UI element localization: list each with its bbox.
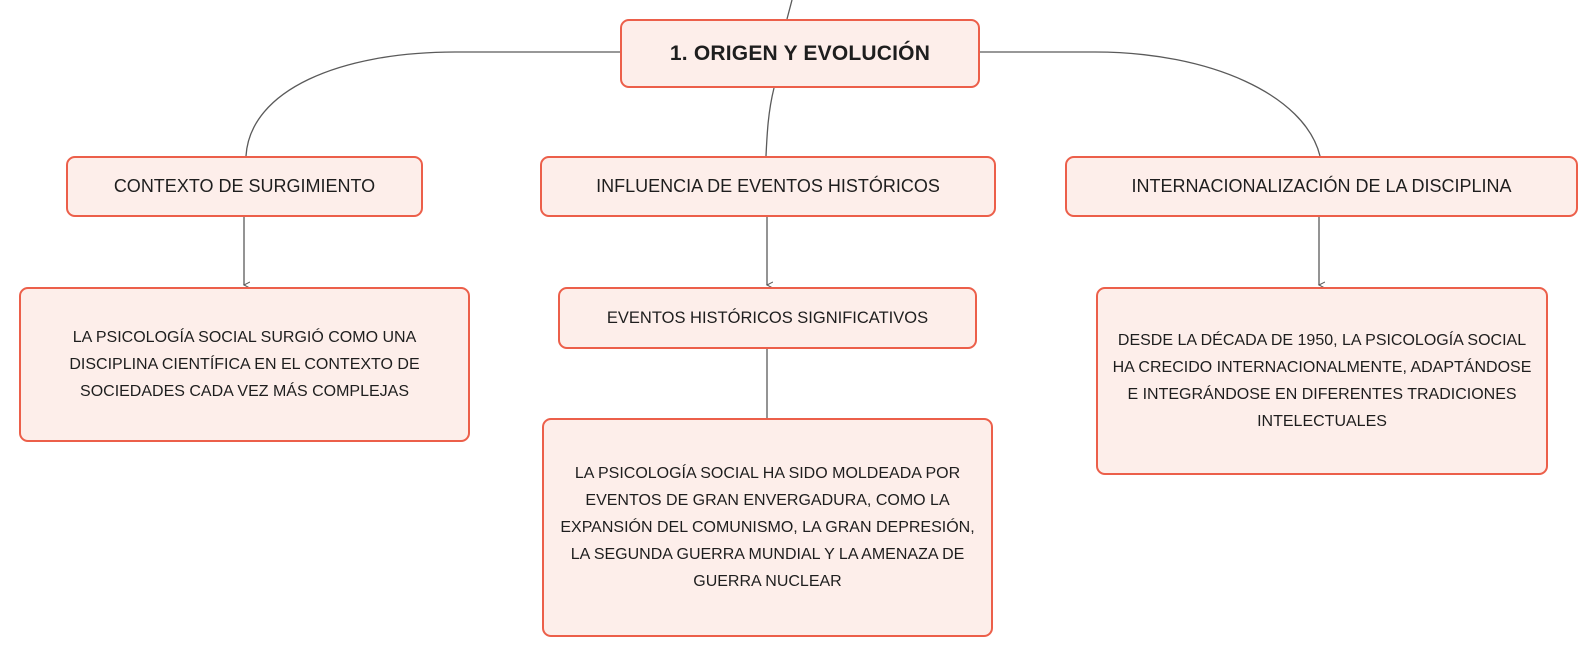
- root-topic[interactable]: 1. ORIGEN Y EVOLUCIÓN: [620, 19, 980, 88]
- note-text: DESDE LA DÉCADA DE 1950, LA PSICOLOGÍA S…: [1112, 332, 1532, 430]
- topic-label: CONTEXTO DE SURGIMIENTO: [113, 176, 376, 196]
- topic-label: INTERNACIONALIZACIÓN DE LA DISCIPLINA: [1131, 176, 1512, 196]
- note-text: LA PSICOLOGÍA SOCIAL HA SIDO MOLDEADA PO…: [560, 465, 975, 590]
- topic-label: INFLUENCIA DE EVENTOS HISTÓRICOS: [596, 176, 940, 196]
- topic-eventos-historicos-significativos[interactable]: EVENTOS HISTÓRICOS SIGNIFICATIVOS: [558, 287, 977, 349]
- note-contexto[interactable]: LA PSICOLOGÍA SOCIAL SURGIÓ COMO UNA DIS…: [19, 287, 470, 442]
- topic-influencia-de-eventos-historicos[interactable]: INFLUENCIA DE EVENTOS HISTÓRICOS: [540, 156, 996, 217]
- connector-root-to-influencia: [765, 87, 775, 157]
- note-text: LA PSICOLOGÍA SOCIAL SURGIÓ COMO UNA DIS…: [69, 329, 420, 400]
- topic-internacionalizacion[interactable]: INTERNACIONALIZACIÓN DE LA DISCIPLINA: [1065, 156, 1578, 217]
- note-internacionalizacion[interactable]: DESDE LA DÉCADA DE 1950, LA PSICOLOGÍA S…: [1096, 287, 1548, 475]
- root-topic-label: 1. ORIGEN Y EVOLUCIÓN: [669, 41, 931, 65]
- note-eventos[interactable]: LA PSICOLOGÍA SOCIAL HA SIDO MOLDEADA PO…: [542, 418, 993, 637]
- connector-root-to-contexto: [245, 51, 620, 157]
- connector-parent-to-root: [786, 0, 793, 20]
- topic-contexto-de-surgimiento[interactable]: CONTEXTO DE SURGIMIENTO: [66, 156, 423, 217]
- topic-label: EVENTOS HISTÓRICOS SIGNIFICATIVOS: [606, 308, 929, 327]
- connector-root-to-internacionalizacion: [980, 51, 1321, 157]
